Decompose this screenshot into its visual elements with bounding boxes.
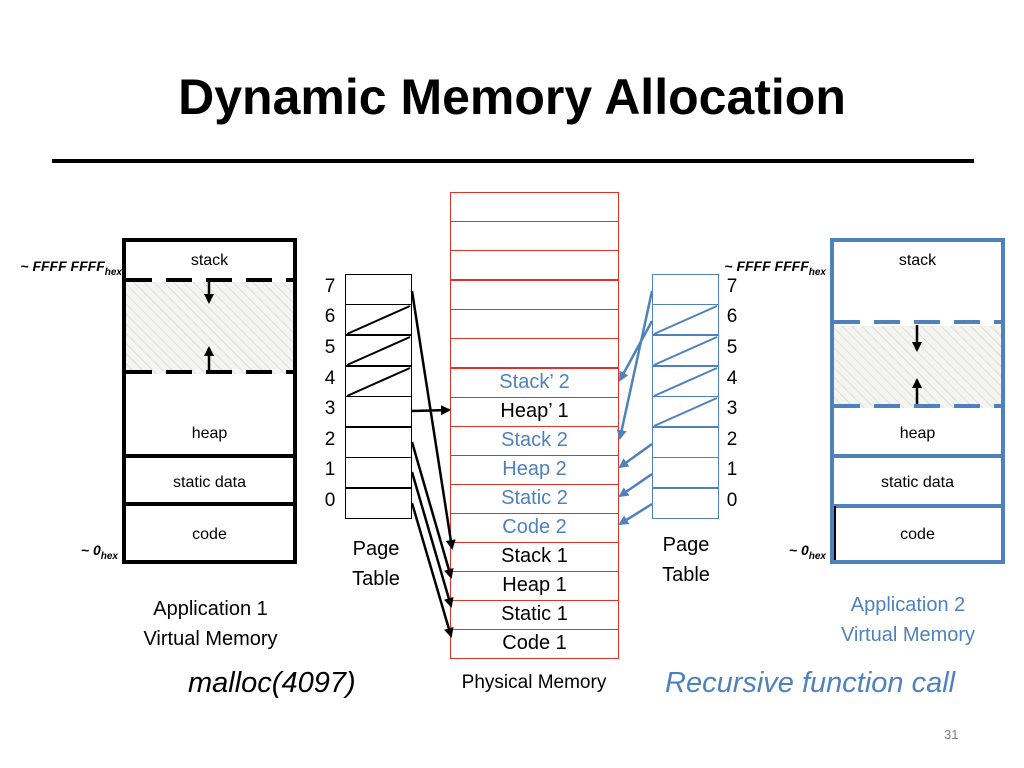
right-page-table-caption: Page Table [662, 534, 710, 586]
app1-mapping-arrow [410, 441, 454, 579]
page-table-entry [652, 488, 719, 519]
left-page-table-caption: Page Table [352, 538, 400, 590]
title-divider [52, 159, 974, 163]
app1-mapping-arrow [411, 405, 451, 416]
physical-frame: Static 1 [450, 600, 619, 630]
page-number: 2 [324, 429, 336, 450]
frame-label: Heap 2 [502, 458, 567, 480]
page-number: 5 [726, 337, 738, 358]
left-pt-diagonal [346, 336, 411, 366]
page-number: 6 [726, 306, 738, 327]
frame-label: Code 2 [502, 516, 567, 538]
app1-caption: Application 1 Virtual Memory [143, 598, 278, 650]
app2-mapping-arrow [616, 290, 654, 440]
physical-frame: Code 1 [450, 629, 619, 659]
app1-static-label: static data [173, 474, 246, 491]
recursive-call-label: Recursive function call [665, 667, 956, 699]
app2-divider-static [834, 454, 1001, 458]
slide-number: 31 [944, 727, 959, 742]
app1-mapping-arrow [410, 471, 454, 608]
app1-heap-label: heap [191, 425, 228, 442]
frame-label: Stack’ 2 [499, 371, 570, 393]
app1-divider-code [126, 502, 293, 506]
left-pt-diagonal [346, 305, 411, 335]
physical-frame-empty [450, 309, 619, 339]
app1-addr-low: ~ 0hex [80, 542, 118, 562]
page-table-entry [345, 396, 412, 427]
physical-frame: Static 2 [450, 484, 619, 514]
page-number: 7 [726, 276, 738, 297]
page-table-entry [652, 457, 719, 488]
app2-addr-high: ~ FFFF FFFFhex [724, 258, 826, 278]
page-table-entry [345, 488, 412, 519]
left-pt-diagonal [346, 367, 411, 397]
app2-stack-label: stack [898, 252, 937, 269]
page-number: 5 [324, 337, 336, 358]
page-number: 7 [324, 276, 336, 297]
physical-memory-caption: Physical Memory [461, 672, 607, 693]
right-pt-diagonal [653, 336, 718, 366]
app2-caption: Application 2 Virtual Memory [840, 594, 976, 646]
physical-frame-empty [450, 338, 619, 368]
frame-label: Static 1 [501, 603, 568, 625]
app2-addr-low: ~ 0hex [788, 542, 826, 562]
physical-frame: Stack’ 2 [450, 368, 619, 398]
physical-frame: Heap 2 [450, 455, 619, 485]
app1-mapping-arrow [410, 290, 456, 550]
page-table-entry [345, 427, 412, 458]
right-pt-diagonal [653, 305, 718, 335]
app2-mapping-arrow [618, 320, 654, 382]
app2-mapping-arrow [618, 472, 653, 498]
app1-addr-high: ~ FFFF FFFFhex [20, 258, 122, 278]
page-number: 3 [726, 398, 738, 419]
physical-frame: Code 2 [450, 513, 619, 543]
physical-frame-empty [450, 250, 619, 280]
physical-frame: Stack 1 [450, 542, 619, 572]
app2-heap-label: heap [899, 425, 936, 442]
page-number: 1 [324, 459, 336, 480]
right-pt-diagonal [653, 397, 718, 427]
frame-label: Heap 1 [502, 574, 567, 596]
page-number: 0 [324, 490, 336, 511]
frame-label: Stack 2 [501, 429, 568, 451]
page-number: 3 [324, 398, 336, 419]
frame-label: Stack 1 [501, 545, 568, 567]
page-table-entry [345, 457, 412, 488]
frame-label: Code 1 [502, 632, 567, 654]
app2-code-label: code [900, 526, 935, 543]
page-number: 6 [324, 306, 336, 327]
app2-mapping-arrow [618, 442, 653, 469]
app2-static-label: static data [881, 474, 954, 491]
right-pt-diagonal [653, 367, 718, 397]
physical-frame: Heap 1 [450, 571, 619, 601]
page-number: 0 [726, 490, 738, 511]
slide-title: Dynamic Memory Allocation [178, 69, 846, 125]
page-table-entry [652, 427, 719, 458]
physical-frame: Heap’ 1 [450, 397, 619, 427]
malloc-label: malloc(4097) [188, 667, 356, 699]
app1-divider-static [126, 454, 293, 458]
page-number: 1 [726, 459, 738, 480]
page-number: 4 [726, 368, 738, 389]
app1-code-label: code [192, 526, 227, 543]
app2-mapping-arrow [618, 502, 653, 526]
page-number: 2 [726, 429, 738, 450]
frame-label: Static 2 [501, 487, 568, 509]
app1-stack-label: stack [190, 252, 229, 269]
app2-divider-code [834, 504, 1001, 508]
app1-mapping-arrow [410, 502, 454, 638]
page-number: 4 [324, 368, 336, 389]
frame-label: Heap’ 1 [500, 400, 569, 422]
page-table-entry [652, 274, 719, 305]
